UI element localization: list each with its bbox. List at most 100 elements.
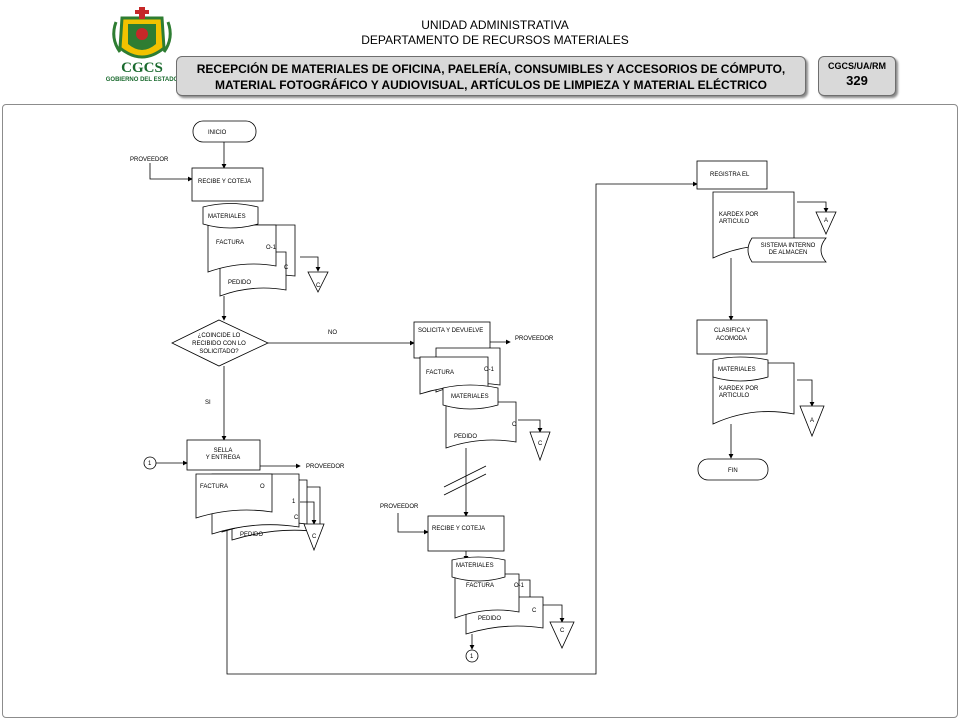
c-label-1: C	[284, 265, 289, 271]
kardex-label-2b: ARTICULO	[719, 393, 750, 399]
archive-triangle-3	[529, 431, 551, 462]
doc-factura	[207, 224, 277, 273]
materiales-label-3: MATERIALES	[451, 394, 489, 400]
o1-label-1: O-1	[266, 245, 277, 251]
file-arrow-5	[797, 201, 829, 213]
logo-subtext: GOBIERNO DEL ESTADO	[106, 77, 179, 83]
sella-label-2: Y ENTREGA	[206, 455, 241, 461]
proveedor-arrow-2	[397, 513, 429, 535]
pedido-label-3: PEDIDO	[454, 434, 477, 440]
clasifica-label-1: CLASIFICA Y	[714, 328, 750, 334]
solicita-label: SOLICITA Y DEVUELVE	[418, 328, 483, 334]
pedido-label-4: PEDIDO	[478, 616, 501, 622]
archive-c-label-2: C	[312, 534, 317, 540]
doc-sol-materiales	[442, 384, 499, 410]
proveedor-label-4: PROVEEDOR	[380, 504, 419, 510]
o1-label-4: O-1	[514, 583, 525, 589]
archive-triangle-2	[303, 523, 325, 552]
title-line-2: MATERIAL FOTOGRÁFICO Y AUDIOVISUAL, ARTÍ…	[214, 78, 768, 92]
sella-label-1: SELLA	[214, 448, 233, 454]
archive-a-label-2: A	[810, 418, 814, 424]
unit-header: UNIDAD ADMINISTRATIVA DEPARTAMENTO DE RE…	[300, 18, 690, 48]
title-line-1: RECEPCIÓN DE MATERIALES DE OFICINA, PAEL…	[196, 62, 786, 76]
c-label-2: C	[294, 515, 299, 521]
materiales-label-4: MATERIALES	[456, 563, 494, 569]
decision-diamond	[171, 319, 269, 367]
file-arrow-6	[797, 379, 815, 407]
connector-1-bottom	[465, 649, 479, 663]
proveedor-label-2: PROVEEDOR	[306, 464, 345, 470]
recibe-coteja-label-2: RECIBE Y COTEJA	[432, 526, 485, 532]
sistema-label-2: DE ALMACEN	[769, 250, 808, 256]
materiales-label-5: MATERIALES	[718, 367, 756, 373]
file-arrow-1	[300, 256, 321, 272]
materiales-label-1: MATERIALES	[208, 214, 246, 220]
doc-sella-factura	[195, 473, 273, 519]
code-number: 329	[846, 73, 868, 88]
one-label-2: 1	[292, 499, 296, 505]
archive-triangle-1	[307, 271, 329, 293]
o-label-2: O	[260, 484, 265, 490]
factura-label-1: FACTURA	[216, 240, 244, 246]
recibe-coteja-label: RECIBE Y COTEJA	[198, 179, 251, 185]
clasifica-label-2: ACOMODA	[716, 336, 747, 342]
pedido-label-2: PEDIDO	[240, 532, 263, 538]
connector-1-bottom-label: 1	[470, 654, 474, 660]
proveedor-label-1: PROVEEDOR	[130, 157, 169, 163]
logo: CGCS GOBIERNO DEL ESTADO	[106, 7, 179, 83]
start-terminal	[192, 120, 257, 143]
recibe-coteja-box	[191, 167, 264, 202]
si-label: SI	[205, 400, 211, 406]
doc-rc2-materiales	[451, 556, 506, 582]
file-arrow-4	[543, 604, 565, 623]
archive-c-label-3: C	[538, 441, 543, 447]
proveedor-label-3: PROVEEDOR	[515, 336, 554, 342]
doc-rc2-factura	[454, 573, 520, 619]
decision-label-1: ¿COINCIDE LO	[198, 333, 241, 339]
clasifica-box	[696, 319, 768, 355]
unit-name: UNIDAD ADMINISTRATIVA	[421, 18, 569, 32]
archive-c-label-1: C	[316, 283, 321, 289]
decision-label-2: RECIBIDO CON LO	[192, 341, 246, 347]
o1-label-3: O-1	[484, 367, 495, 373]
end-label: FIN	[728, 468, 738, 474]
archive-triangle-5	[815, 211, 837, 235]
decision-label-3: SOLICITADO?	[199, 349, 239, 355]
doc-materiales	[202, 203, 259, 229]
pedido-label-1: PEDIDO	[228, 280, 251, 286]
archive-triangle-6	[799, 405, 825, 438]
factura-label-4: FACTURA	[466, 583, 494, 589]
kardex-label-1b: ARTICULO	[719, 219, 750, 225]
logo-text: CGCS	[121, 60, 163, 76]
storage-sistema	[747, 237, 827, 263]
file-arrow-3	[518, 419, 543, 433]
registra-box	[696, 160, 768, 190]
archive-triangle-4	[549, 621, 575, 649]
loop-line	[226, 181, 698, 675]
diagram-frame	[2, 104, 958, 718]
sistema-label-1: SISTEMA INTERNO	[761, 243, 816, 249]
kardex-label-2a: KARDEX POR	[719, 386, 759, 392]
archive-a-label-1: A	[824, 218, 828, 224]
kardex-label-1a: KARDEX POR	[719, 212, 759, 218]
wait-mark-1	[443, 465, 487, 488]
sella-entrega-box	[186, 439, 261, 471]
file-arrow-2	[300, 501, 317, 525]
factura-label-2: FACTURA	[200, 484, 228, 490]
code-label: CGCS/UA/RM	[828, 61, 886, 71]
c-label-3: C	[512, 422, 517, 428]
connector-1-left-label: 1	[148, 461, 152, 467]
shield-icon	[112, 7, 172, 59]
recibe-coteja-box-2	[427, 515, 505, 552]
procedure-code: CGCS/UA/RM 329	[818, 56, 896, 96]
proveedor-arrow	[149, 163, 193, 182]
end-terminal	[697, 458, 769, 481]
factura-label-3: FACTURA	[426, 370, 454, 376]
start-label: INICIO	[208, 130, 227, 136]
archive-c-label-4: C	[560, 628, 565, 634]
wait-mark-2	[443, 473, 487, 496]
doc-sol-pedido	[445, 401, 517, 449]
c-label-4: C	[532, 608, 537, 614]
doc-clas-materiales	[712, 356, 769, 382]
